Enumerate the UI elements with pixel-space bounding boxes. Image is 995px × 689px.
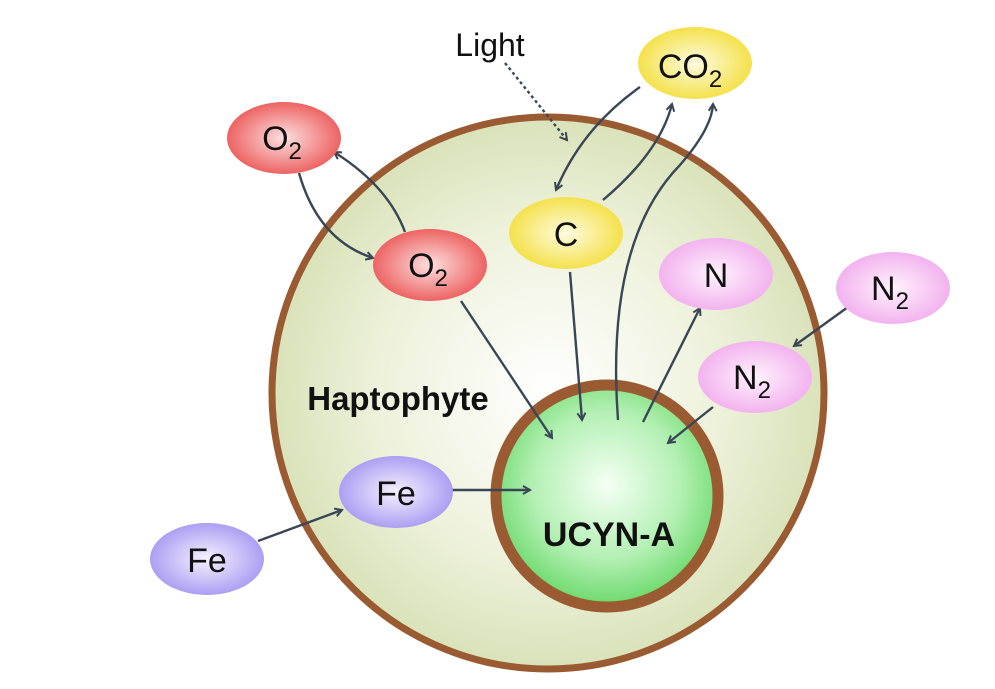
arrow-fe-outside-to-inside (257, 510, 342, 543)
node-label: N (871, 270, 896, 308)
svg-text:Fe: Fe (187, 542, 227, 580)
carbon-node: C (509, 197, 623, 269)
o2-inside-node: O2 (373, 229, 487, 301)
node-label: CO (658, 48, 709, 86)
svg-text:C: C (554, 216, 579, 254)
svg-text:N: N (704, 257, 729, 295)
arrow-n2-outside-to-inside (794, 306, 849, 346)
arrow-light-to-carbon (504, 62, 567, 140)
svg-text:CO2: CO2 (658, 48, 722, 93)
fe-inside-node: Fe (339, 456, 453, 528)
node-label: O (408, 247, 434, 285)
arrow-o2-outside-to-inside (297, 172, 373, 258)
n2-outside-node: N2 (836, 252, 950, 324)
arrow-co2-to-carbon (556, 86, 641, 190)
light-label: Light (455, 27, 525, 63)
arrow-carbon-to-co2 (602, 104, 672, 201)
arrow-n2-to-ucyn (668, 406, 714, 443)
svg-text:Fe: Fe (376, 475, 416, 513)
n2-inside-node: N2 (698, 341, 812, 413)
svg-text:N2: N2 (733, 359, 771, 404)
co2-outside-node: CO2 (638, 27, 752, 99)
arrow-o2-inside-to-outside (334, 152, 407, 233)
haptophyte-label: Haptophyte (307, 380, 489, 417)
node-subscript: 2 (709, 66, 722, 93)
svg-text:O2: O2 (262, 120, 302, 165)
svg-text:N2: N2 (871, 270, 909, 315)
ucyn-a-label: UCYN-A (543, 516, 675, 554)
ucyn-a-cell (490, 379, 724, 613)
node-label: N (733, 359, 758, 397)
arrow-o2-to-ucyn (460, 300, 552, 438)
fe-outside-node: Fe (150, 523, 264, 595)
arrow-ucyn-to-nitrogen (641, 308, 700, 423)
node-subscript: 2 (289, 138, 302, 165)
node-subscript: 2 (435, 265, 448, 292)
node-subscript: 2 (758, 377, 771, 404)
nitrogen-node: N (659, 238, 773, 310)
node-subscript: 2 (896, 288, 909, 315)
arrow-carbon-to-ucyn (568, 271, 582, 420)
node-label: O (262, 120, 288, 158)
arrow-ucyn-to-co2 (614, 104, 713, 421)
svg-text:O2: O2 (408, 247, 448, 292)
o2-outside-node: O2 (227, 102, 341, 174)
